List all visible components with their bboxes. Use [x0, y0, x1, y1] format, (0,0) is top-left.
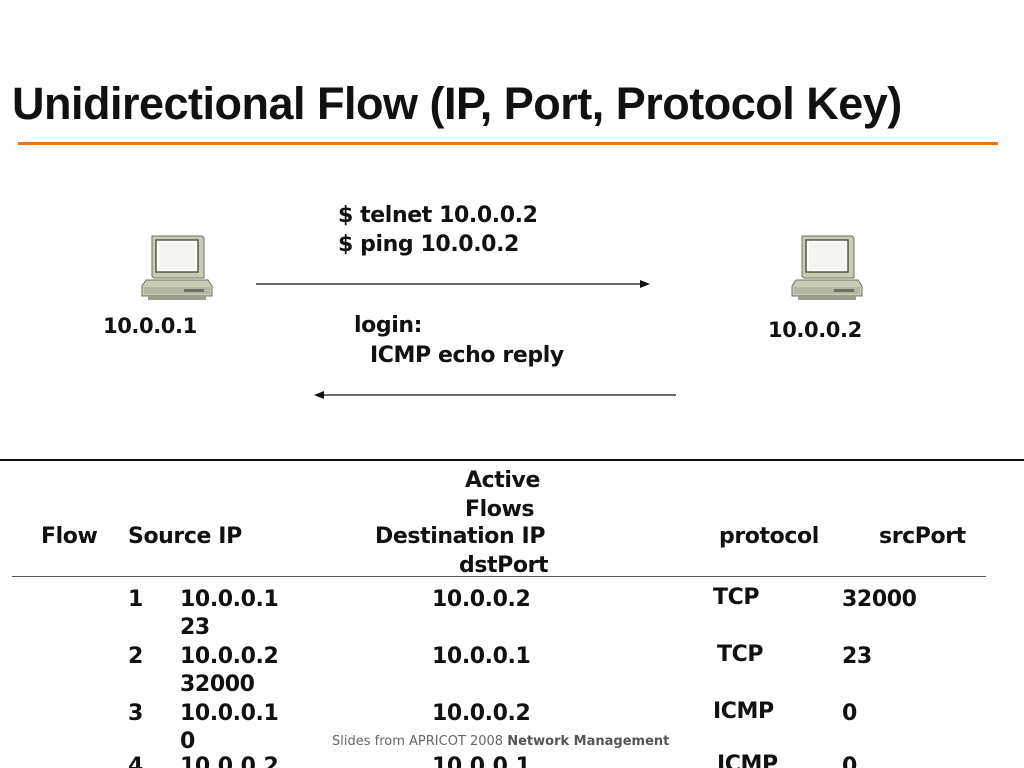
- table-row-flow: 3: [128, 701, 143, 726]
- host-right-ip: 10.0.0.2: [768, 318, 862, 342]
- table-row-protocol: TCP: [713, 585, 760, 610]
- table-top-rule: [0, 459, 1024, 461]
- table-row-source-ip: 10.0.0.2: [180, 644, 279, 669]
- table-row-dst-port: 23: [180, 615, 210, 640]
- header-protocol: protocol: [719, 524, 819, 549]
- table-caption-active: Active: [465, 468, 540, 493]
- table-row-destination-ip: 10.0.0.2: [432, 701, 531, 726]
- table-row-source-ip: 10.0.0.2: [180, 754, 279, 768]
- table-header-rule: [12, 576, 986, 577]
- table-row-flow: 2: [128, 644, 143, 669]
- arrow-right-icon: [256, 280, 650, 288]
- table-row-protocol: ICMP: [713, 699, 774, 724]
- table-row-src-port: 32000: [842, 587, 917, 612]
- footer-topic: Network Management: [507, 734, 670, 749]
- header-source-ip: Source IP: [128, 524, 242, 549]
- table-row-destination-ip: 10.0.0.1: [432, 754, 531, 768]
- desktop-computer-icon: [791, 235, 863, 300]
- table-row-flow: 1: [128, 587, 143, 612]
- reply-login: login:: [354, 313, 423, 338]
- table-row-src-port: 23: [842, 644, 872, 669]
- header-src-port: srcPort: [879, 524, 966, 549]
- table-row-dst-port: 32000: [180, 672, 255, 697]
- table-row-source-ip: 10.0.0.1: [180, 587, 279, 612]
- title-underline: [18, 142, 998, 145]
- table-row-src-port: 0: [842, 701, 857, 726]
- table-caption-flows: Flows: [465, 497, 535, 522]
- header-dst-port: dstPort: [459, 553, 549, 578]
- header-flow: Flow: [41, 524, 98, 549]
- command-ping: $ ping 10.0.0.2: [338, 232, 519, 257]
- table-row-protocol: ICMP: [717, 752, 778, 768]
- desktop-computer-icon: [141, 235, 213, 300]
- arrow-left-icon: [314, 391, 676, 399]
- footer-source: Slides from APRICOT 2008: [332, 734, 504, 749]
- slide-footer: Slides from APRICOT 2008 Network Managem…: [332, 734, 669, 749]
- table-row-protocol: TCP: [717, 642, 764, 667]
- slide-title: Unidirectional Flow (IP, Port, Protocol …: [12, 78, 902, 129]
- table-row-source-ip: 10.0.0.1: [180, 701, 279, 726]
- table-row-destination-ip: 10.0.0.1: [432, 644, 531, 669]
- table-row-dst-port: 0: [180, 729, 195, 754]
- host-left-ip: 10.0.0.1: [103, 314, 197, 338]
- command-telnet: $ telnet 10.0.0.2: [338, 203, 538, 228]
- table-row-flow: 4: [128, 754, 143, 768]
- table-row-destination-ip: 10.0.0.2: [432, 587, 531, 612]
- reply-icmp-echo: ICMP echo reply: [370, 343, 564, 368]
- table-row-src-port: 0: [842, 754, 857, 768]
- header-destination-ip: Destination IP: [375, 524, 546, 549]
